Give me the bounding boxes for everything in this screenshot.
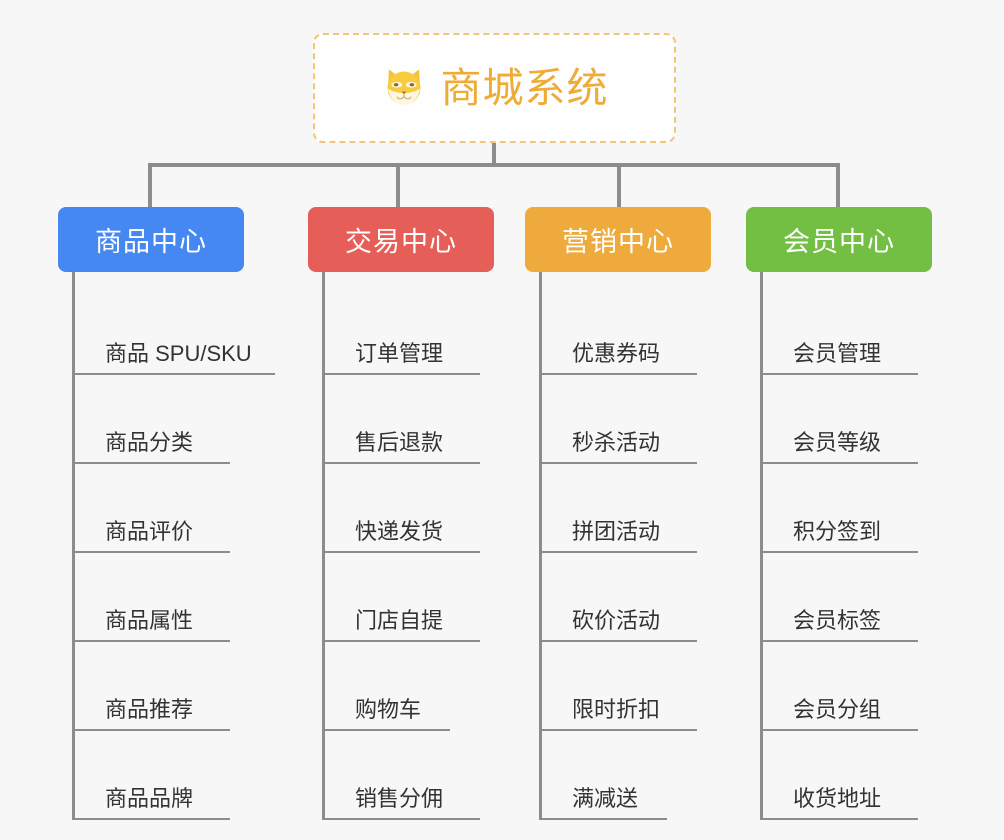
- leaf-label: 会员标签: [763, 608, 918, 642]
- branch-header-product[interactable]: 商品中心: [58, 207, 244, 272]
- list-item[interactable]: 商品属性: [75, 553, 244, 642]
- list-item[interactable]: 会员分组: [763, 642, 932, 731]
- branch-column-marketing: 营销中心 优惠券码 秒杀活动 拼团活动 砍价活动 限时折扣 满减送: [525, 207, 711, 820]
- root-title: 商城系统: [440, 64, 609, 111]
- list-item[interactable]: 会员标签: [763, 553, 932, 642]
- list-item[interactable]: 收货地址: [763, 731, 932, 820]
- leaf-label: 销售分佣: [325, 786, 480, 820]
- dog-face-icon: [386, 69, 421, 105]
- list-item[interactable]: 商品推荐: [75, 642, 244, 731]
- branch-column-member: 会员中心 会员管理 会员等级 积分签到 会员标签 会员分组 收货地址: [746, 207, 932, 820]
- leaf-label: 商品品牌: [75, 786, 230, 820]
- list-item[interactable]: 优惠券码: [542, 286, 711, 375]
- branch-column-product: 商品中心 商品 SPU/SKU 商品分类 商品评价 商品属性 商品推荐 商品品牌: [58, 207, 275, 820]
- branch-items-trade: 订单管理 售后退款 快递发货 门店自提 购物车 销售分佣: [322, 272, 494, 820]
- branch-header-member[interactable]: 会员中心: [746, 207, 932, 272]
- leaf-label: 订单管理: [325, 341, 480, 375]
- list-item[interactable]: 砍价活动: [542, 553, 711, 642]
- leaf-label: 购物车: [325, 697, 450, 731]
- leaf-label: 积分签到: [763, 519, 918, 553]
- connector-drop-2: [396, 163, 400, 207]
- list-item[interactable]: 门店自提: [325, 553, 494, 642]
- leaf-label: 商品分类: [75, 430, 230, 464]
- root-node[interactable]: 商城系统: [313, 33, 676, 143]
- branch-column-trade: 交易中心 订单管理 售后退款 快递发货 门店自提 购物车 销售分佣: [308, 207, 494, 820]
- leaf-label: 秒杀活动: [542, 430, 697, 464]
- list-item[interactable]: 商品 SPU/SKU: [75, 286, 275, 375]
- leaf-label: 满减送: [542, 786, 667, 820]
- list-item[interactable]: 商品分类: [75, 375, 244, 464]
- branch-header-trade[interactable]: 交易中心: [308, 207, 494, 272]
- leaf-label: 门店自提: [325, 608, 480, 642]
- list-item[interactable]: 会员管理: [763, 286, 932, 375]
- list-item[interactable]: 限时折扣: [542, 642, 711, 731]
- list-item[interactable]: 积分签到: [763, 464, 932, 553]
- list-item[interactable]: 秒杀活动: [542, 375, 711, 464]
- leaf-label: 商品 SPU/SKU: [75, 341, 275, 375]
- leaf-label: 限时折扣: [542, 697, 697, 731]
- leaf-label: 快递发货: [325, 519, 480, 553]
- list-item[interactable]: 购物车: [325, 642, 494, 731]
- branch-header-label: 会员中心: [783, 227, 895, 257]
- branch-header-marketing[interactable]: 营销中心: [525, 207, 711, 272]
- list-item[interactable]: 会员等级: [763, 375, 932, 464]
- leaf-label: 会员管理: [763, 341, 918, 375]
- leaf-label: 会员等级: [763, 430, 918, 464]
- list-item[interactable]: 拼团活动: [542, 464, 711, 553]
- list-item[interactable]: 订单管理: [325, 286, 494, 375]
- connector-drop-1: [148, 163, 152, 207]
- leaf-label: 商品推荐: [75, 697, 230, 731]
- connector-horizontal-bus: [148, 163, 840, 167]
- leaf-label: 售后退款: [325, 430, 480, 464]
- leaf-label: 拼团活动: [542, 519, 697, 553]
- branch-items-marketing: 优惠券码 秒杀活动 拼团活动 砍价活动 限时折扣 满减送: [539, 272, 711, 820]
- leaf-label: 砍价活动: [542, 608, 697, 642]
- branch-header-label: 营销中心: [562, 227, 674, 257]
- list-item[interactable]: 满减送: [542, 731, 711, 820]
- connector-drop-4: [836, 163, 840, 207]
- leaf-label: 商品属性: [75, 608, 230, 642]
- list-item[interactable]: 售后退款: [325, 375, 494, 464]
- leaf-label: 优惠券码: [542, 341, 697, 375]
- list-item[interactable]: 商品品牌: [75, 731, 244, 820]
- leaf-label: 会员分组: [763, 697, 918, 731]
- branch-items-member: 会员管理 会员等级 积分签到 会员标签 会员分组 收货地址: [760, 272, 932, 820]
- leaf-label: 商品评价: [75, 519, 230, 553]
- list-item[interactable]: 快递发货: [325, 464, 494, 553]
- connector-root-stem: [492, 143, 496, 165]
- list-item[interactable]: 销售分佣: [325, 731, 494, 820]
- branch-header-label: 商品中心: [95, 227, 207, 257]
- branch-items-product: 商品 SPU/SKU 商品分类 商品评价 商品属性 商品推荐 商品品牌: [72, 272, 275, 820]
- list-item[interactable]: 商品评价: [75, 464, 244, 553]
- branch-header-label: 交易中心: [345, 227, 457, 257]
- connector-drop-3: [617, 163, 621, 207]
- leaf-label: 收货地址: [763, 786, 918, 820]
